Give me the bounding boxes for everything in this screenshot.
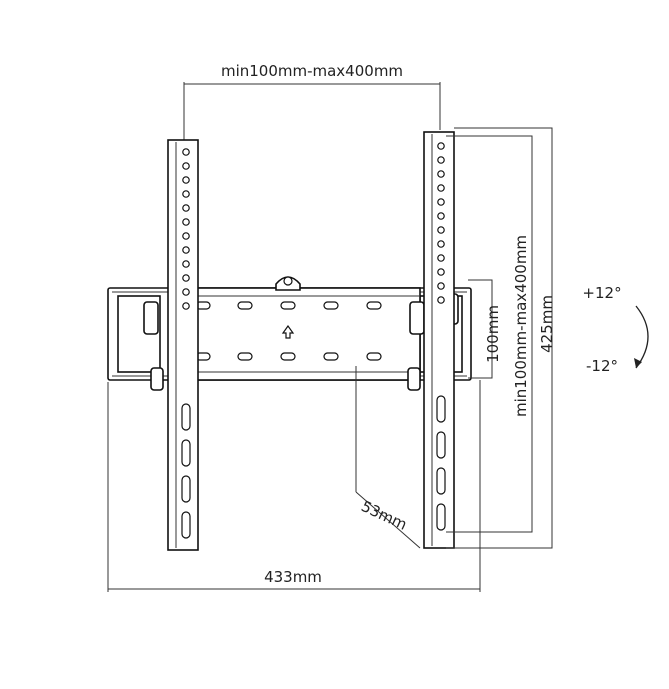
up-arrow-icon [281, 324, 295, 339]
right-vertical-arm [423, 131, 455, 549]
arm-height-label: 425mm [538, 295, 556, 353]
tilt-indicator [634, 305, 649, 369]
height-dimension-lines [446, 127, 553, 549]
vesa-height-label: min100mm-max400mm [512, 235, 530, 417]
left-arm-holes [181, 148, 191, 539]
min-height-label: 100mm [484, 305, 502, 363]
plate-width-label: 433mm [264, 568, 322, 586]
depth-label: 53mm [358, 497, 409, 534]
plate-slots-top [195, 301, 382, 361]
top-width-dimension: min100mm-max400mm [183, 62, 441, 140]
top-width-label: min100mm-max400mm [221, 62, 403, 80]
tilt-up-label: +12° [582, 284, 621, 302]
bottom-width-dimension [107, 380, 481, 592]
tilt-down-label: -12° [586, 357, 618, 375]
left-vertical-arm [167, 139, 199, 551]
depth-dimension [355, 366, 421, 549]
right-arm-holes [436, 142, 446, 531]
